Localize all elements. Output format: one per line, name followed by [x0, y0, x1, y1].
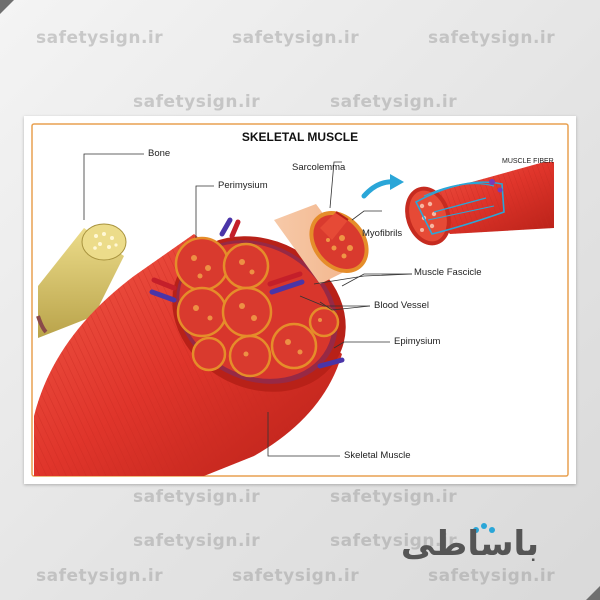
diagram-title: SKELETAL MUSCLE — [241, 130, 359, 144]
watermark: safetysign.ir — [36, 28, 164, 48]
corner-accent-top-left — [0, 0, 14, 14]
watermark: safetysign.ir — [133, 487, 261, 507]
skeletal-muscle-illustration — [31, 123, 569, 477]
muscle-fascicles — [149, 217, 345, 378]
watermark: safetysign.ir — [330, 531, 458, 551]
label-perimysium: Perimysium — [218, 180, 268, 191]
diagram-board: SKELETAL MUSCLE MUSCLE FIBER Bone Perimy… — [24, 116, 576, 484]
zoom-arrow-head — [390, 174, 404, 190]
label-skeletal-muscle: Skeletal Muscle — [344, 450, 411, 461]
extracted-fascicle — [274, 204, 369, 284]
watermark: safetysign.ir — [428, 566, 556, 586]
watermark: safetysign.ir — [232, 28, 360, 48]
corner-accent-bottom-right — [586, 586, 600, 600]
watermark: safetysign.ir — [133, 92, 261, 112]
bone-shape — [36, 223, 127, 338]
inner-border — [31, 123, 569, 477]
label-muscle-fascicle: Muscle Fascicle — [414, 267, 482, 278]
muscle-fiber — [405, 162, 554, 246]
muscle-fiber-title: MUSCLE FIBER — [502, 158, 554, 165]
watermark: safetysign.ir — [232, 566, 360, 586]
label-epimysium: Epimysium — [394, 336, 441, 347]
logo-mark — [473, 523, 495, 533]
watermark: safetysign.ir — [133, 531, 261, 551]
watermark: safetysign.ir — [330, 487, 458, 507]
logo-text: باساطی — [400, 524, 540, 564]
watermark: safetysign.ir — [330, 92, 458, 112]
watermark: safetysign.ir — [428, 28, 556, 48]
label-bone: Bone — [148, 148, 171, 159]
watermark: safetysign.ir — [36, 566, 164, 586]
label-blood-vessel: Blood Vessel — [374, 300, 429, 311]
label-myofibrils: Myofibrils — [362, 228, 403, 239]
label-sarcolemma: Sarcolemma — [292, 162, 346, 173]
brand-logo: باساطی — [400, 520, 540, 570]
leader-lines — [83, 153, 413, 457]
